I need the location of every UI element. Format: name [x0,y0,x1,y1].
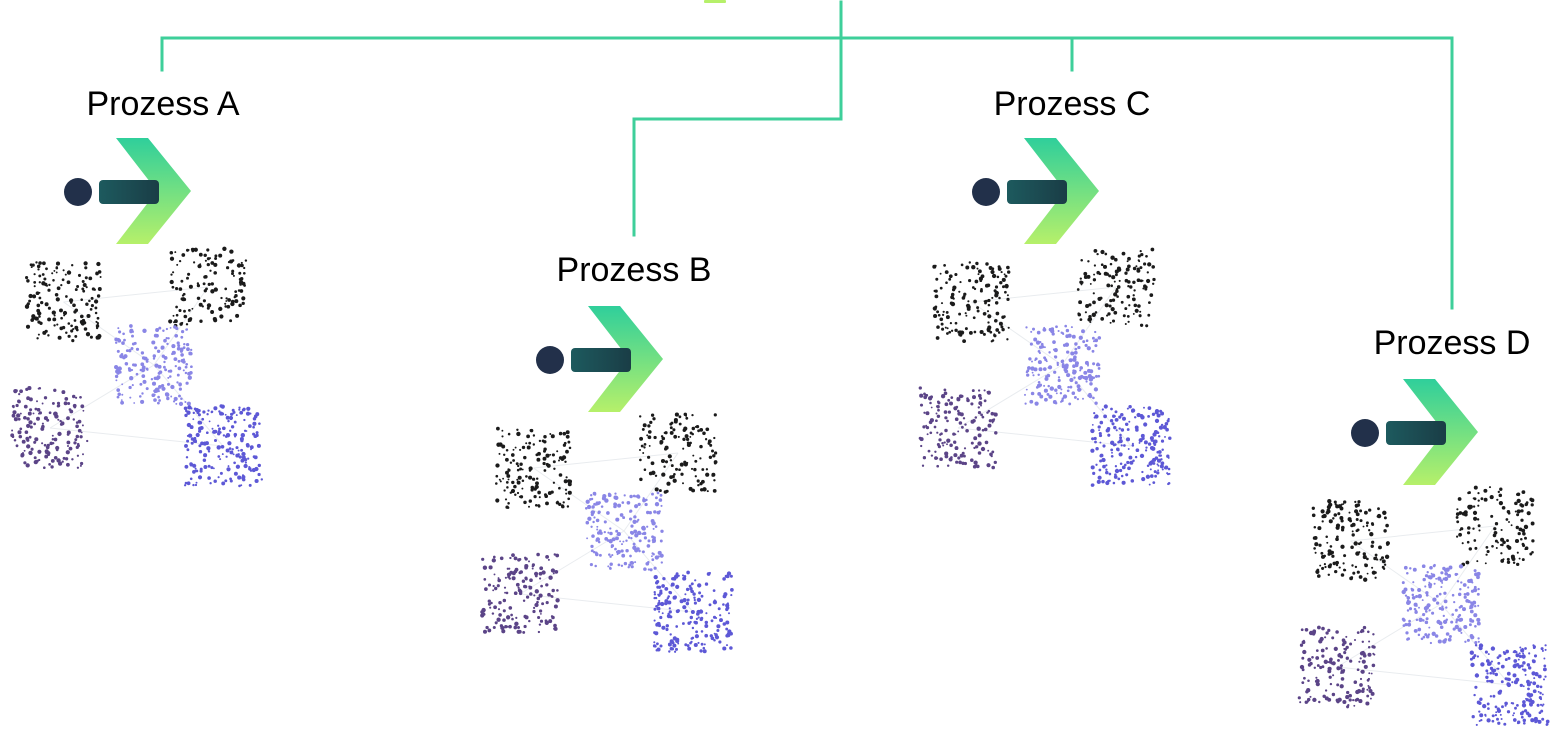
cluster-graph [480,412,734,654]
cluster-edge [971,286,1117,303]
logo-chevron [1024,138,1099,244]
logo-chevron [1403,379,1478,485]
cluster-purple [1297,625,1376,709]
logo-dot [536,346,564,374]
logo-chevron [116,138,191,244]
root-node-stub [704,0,726,3]
process-label: Prozess C [993,85,1151,123]
cluster-edge [1336,666,1511,686]
process-node-d: Prozess D [1295,323,1550,726]
process-logo-icon [64,138,191,244]
logo-bar [1007,180,1067,204]
process-node-a: Prozess A [8,84,268,488]
cluster-edge [1061,364,1132,447]
cluster-black-right [168,246,248,328]
cluster-edge [971,301,1063,366]
cluster-graph [10,246,264,488]
cluster-black-right [638,412,718,494]
process-logo-icon [972,138,1099,244]
cluster-purple [480,552,560,634]
process-label: Prozess D [1373,324,1531,362]
cluster-lavender [584,491,664,572]
cluster-edge [63,286,209,303]
cluster-black-right [1076,247,1156,328]
process-label: Prozess A [86,85,240,123]
cluster-purple [10,386,89,469]
cluster-black-left [24,261,102,343]
logo-bar [571,348,631,372]
process-node-c: Prozess C [916,84,1176,487]
cluster-edge [63,301,155,366]
cluster-edge [957,427,1132,447]
cluster-edge [623,530,694,613]
cluster-lavender [1024,324,1102,406]
cluster-black-left [932,261,1011,344]
cluster-edge [1440,525,1496,605]
cluster-edge [519,530,625,595]
process-logo-icon [1351,379,1478,485]
cluster-edge [153,286,209,366]
logo-bar [99,180,159,204]
connector-to-prozess-b [632,36,843,237]
logo-bar [1386,421,1446,445]
logo-dot [1351,419,1379,447]
process-node-b: Prozess B [478,250,738,654]
cluster-edge [533,467,625,532]
logo-chevron [588,306,663,412]
cluster-black-left [495,426,573,509]
cluster-edge [1061,286,1117,366]
cluster-blue [652,570,734,654]
cluster-graph [1297,485,1550,726]
cluster-blue [183,404,264,488]
cluster-lavender [1401,563,1481,645]
cluster-edge [1350,525,1496,542]
cluster-blue [1469,643,1550,726]
logo-dot [972,178,1000,206]
cluster-edge [49,364,155,429]
cluster-black-right [1455,485,1535,567]
cluster-lavender [114,324,193,406]
cluster-edge [623,452,679,532]
logo-dot [64,178,92,206]
cluster-edge [519,593,694,613]
cluster-graph [918,247,1172,487]
cluster-blue [1090,404,1172,487]
cluster-purple [918,386,998,470]
process-label: Prozess B [556,251,712,289]
cluster-edge [533,452,679,469]
cluster-black-left [1311,498,1390,582]
process-logo-icon [536,306,663,412]
